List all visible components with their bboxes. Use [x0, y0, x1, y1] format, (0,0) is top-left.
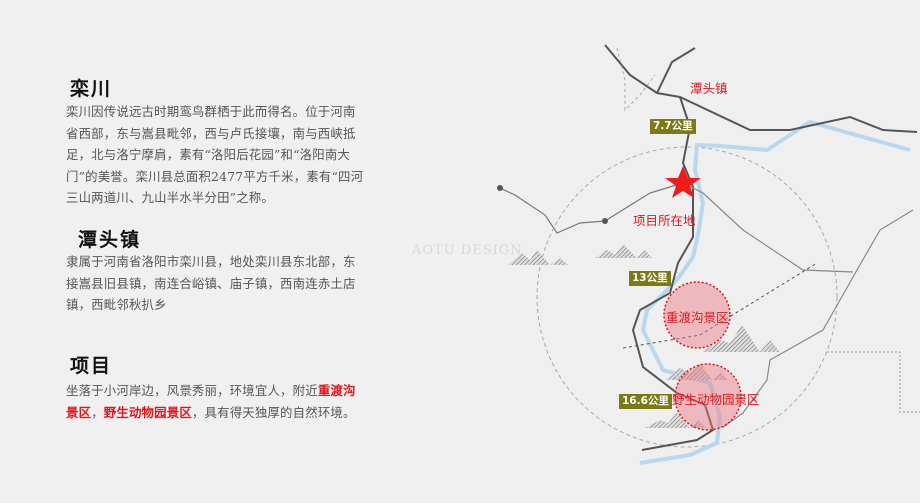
distance-badge: 7.7公里 [650, 119, 696, 134]
project-location-label: 项目所在地 [633, 213, 696, 228]
section-title-tantou: 潭头镇 [78, 229, 142, 251]
scenic-area-chongdugou [663, 281, 731, 349]
town-label: 潭头镇 [690, 81, 728, 96]
text: ，具有得天独厚的自然环境。 [191, 404, 356, 420]
watermark: AOTU DESIGN [412, 243, 523, 258]
text: 坐落于小河岸边，风景秀丽，环境宜人，附近 [66, 383, 318, 398]
road-branch [682, 182, 854, 273]
map-background [487, 0, 920, 503]
radius-circle [536, 146, 838, 448]
section-body-luanchuan: 栾川因传说远古时期鸾鸟群栖于此而得名。位于河南省西部，东与嵩县毗邻，西与卢氏接壤… [66, 104, 364, 205]
dotted-boundary [616, 47, 656, 112]
road-north [656, 47, 696, 94]
distance-badge: 16.6公里 [619, 394, 672, 409]
highlight-chongdugou: 重渡沟景区 [66, 383, 356, 420]
dotted-boundary [827, 351, 920, 413]
distance-badge: 13公里 [629, 271, 671, 286]
scenic-label-chongdugou: 重渡沟景区 [666, 310, 729, 325]
scenic-area-zoo [674, 363, 742, 431]
road-west [499, 182, 684, 234]
section-body-tantou: 隶属于河南省洛阳市栾川县，地处栾川县东北部，东接嵩县旧县镇，南连合峪镇、庙子镇，… [66, 254, 356, 312]
mountain-icon [508, 244, 780, 428]
section-title-project: 项目 [70, 355, 113, 377]
river [639, 119, 911, 465]
section-body-project: 坐落于小河岸边，风景秀丽，环境宜人，附近重渡沟景区，野生动物园景区，具有得天独厚… [66, 380, 366, 423]
scenic-label-zoo: 野生动物园景区 [672, 392, 760, 407]
road-southeast [722, 209, 914, 428]
section-title-luanchuan: 栾川 [70, 78, 113, 100]
main-road [604, 44, 715, 451]
road-east [679, 96, 918, 133]
project-star-icon [665, 166, 701, 198]
text: ， [91, 404, 104, 420]
highlight-zoo: 野生动物园景区 [103, 404, 192, 420]
dashed-route [622, 262, 818, 349]
